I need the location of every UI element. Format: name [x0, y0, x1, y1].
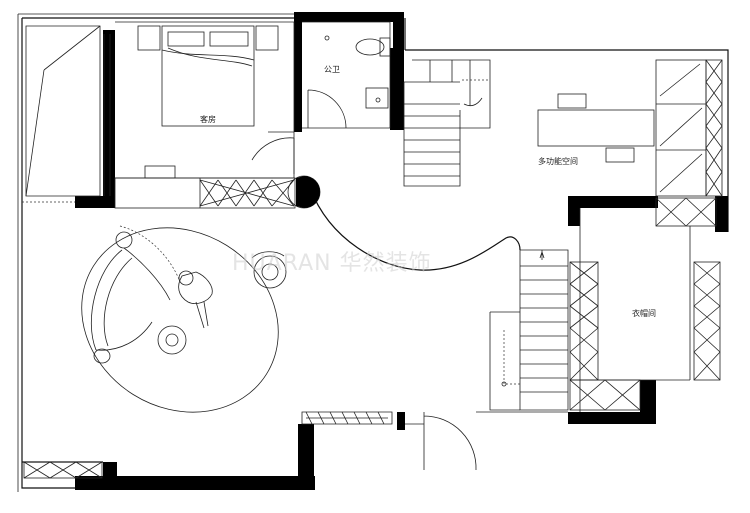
- rug: [81, 227, 279, 413]
- left-closet: [22, 25, 111, 203]
- room-label-bedroom: 客房: [200, 114, 216, 124]
- wardrobe-crosses: [199, 179, 295, 207]
- sink: [365, 87, 389, 109]
- bedroom: 客房: [114, 21, 296, 209]
- room-label-cloakroom: 衣帽间: [632, 308, 656, 318]
- entry-bench: [301, 411, 393, 425]
- room-label-bathroom: 公卫: [324, 65, 340, 74]
- lower-stair: [489, 249, 569, 411]
- toilet: [355, 38, 385, 56]
- upper-stair: [403, 59, 491, 187]
- cloakroom: 衣帽间: [569, 208, 721, 412]
- side-table: [253, 255, 287, 289]
- bed: [161, 25, 255, 127]
- structural-walls: [75, 12, 728, 490]
- desk: [537, 109, 655, 147]
- bathroom: 公卫: [302, 21, 391, 129]
- entrance-door: [405, 411, 568, 471]
- watermark: HUARAN 华然装饰: [232, 251, 432, 276]
- curved-partition: [287, 175, 521, 271]
- room-label-study: 多功能空间: [538, 156, 578, 166]
- living-area: [81, 225, 287, 413]
- study-room: 多功能空间: [537, 59, 723, 227]
- bottom-left-cabinet: [23, 461, 103, 479]
